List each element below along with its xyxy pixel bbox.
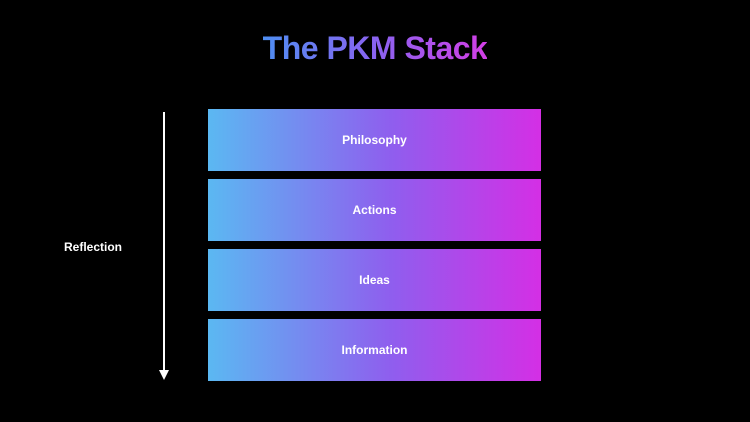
pkm-stack: Philosophy Actions Ideas Information: [208, 109, 541, 381]
stack-layer-label: Philosophy: [342, 133, 407, 147]
stack-layer-actions: Actions: [208, 179, 541, 241]
stack-layer-label: Information: [341, 343, 408, 357]
stack-layer-philosophy: Philosophy: [208, 109, 541, 171]
stack-layer-label: Actions: [352, 203, 397, 217]
stack-layer-label: Ideas: [359, 273, 390, 287]
down-arrow-icon: [159, 112, 169, 380]
slide-title-text: The PKM Stack: [262, 30, 488, 66]
stack-layer-information: Information: [208, 319, 541, 381]
slide-title: The PKM Stack: [0, 28, 750, 68]
reflection-axis-label: Reflection: [64, 240, 123, 254]
stack-layer-ideas: Ideas: [208, 249, 541, 311]
arrow-head: [159, 370, 169, 380]
